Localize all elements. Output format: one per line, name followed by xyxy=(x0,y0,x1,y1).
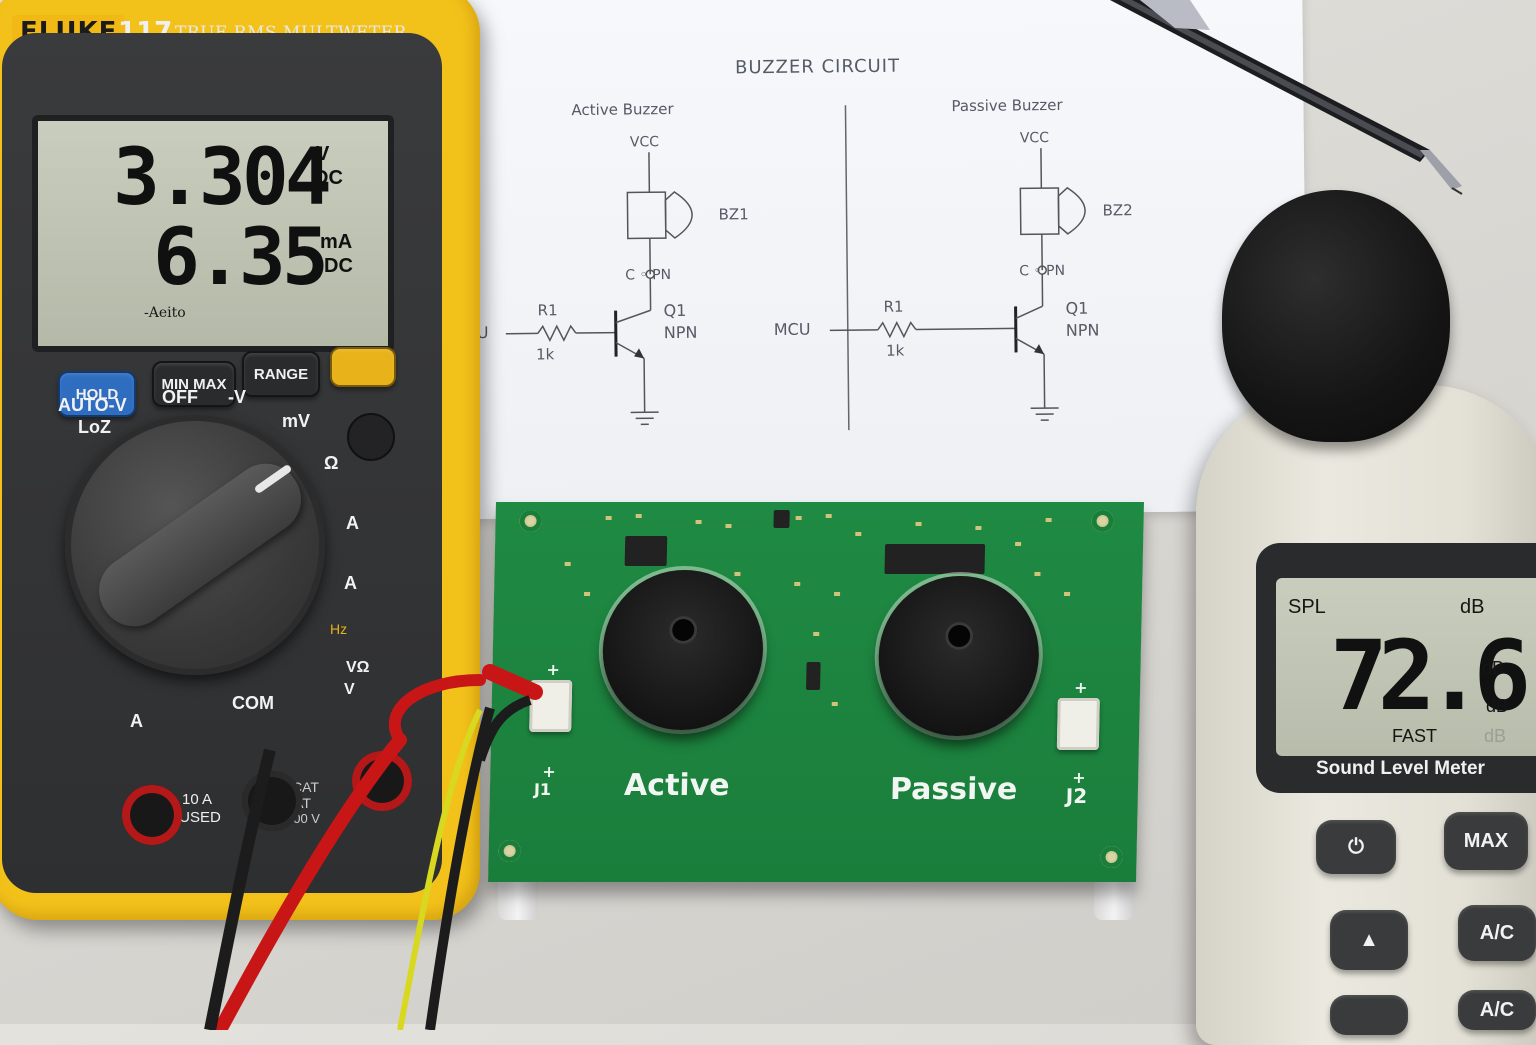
pcb-board: + + J1 + + J2 Active Passive xyxy=(488,502,1144,882)
mounting-hole xyxy=(1091,510,1113,532)
left-resistor-ref: R1 xyxy=(537,301,557,319)
right-resistor-ref: R1 xyxy=(883,298,903,316)
up-arrow-button[interactable]: ▲ xyxy=(1330,910,1408,970)
ic-chip xyxy=(625,536,668,566)
db-unit-low: dB xyxy=(1486,696,1508,717)
voltage-reading: 3.304 xyxy=(113,133,328,223)
db-unit-faint: dB xyxy=(1484,726,1506,747)
mounting-hole xyxy=(519,510,541,532)
sound-meter-name: Sound Level Meter xyxy=(1316,758,1485,780)
mounting-hole xyxy=(1100,846,1122,868)
dial-volts-label: -V xyxy=(228,387,246,408)
right-vcc-label: VCC xyxy=(1020,130,1050,146)
ic-chip xyxy=(773,510,789,528)
right-resistor-value: 1k xyxy=(886,342,905,360)
sound-meter-display: SPL dB 72.6 dB dB FAST dB xyxy=(1276,578,1536,756)
active-heading: Active Buzzer xyxy=(571,100,674,119)
left-transistor-type: NPN xyxy=(664,323,698,342)
microphone-windscreen xyxy=(1222,190,1450,442)
ac-button-secondary[interactable]: A/C xyxy=(1458,990,1536,1030)
max-button[interactable]: MAX xyxy=(1444,812,1528,870)
range-button[interactable]: RANGE xyxy=(242,351,320,397)
multimeter-display: 3.304 V DC 6.35 mA DC -Aeito xyxy=(32,115,394,352)
j2-plus-mark: + xyxy=(1074,678,1088,697)
voltage-unit: V xyxy=(316,143,329,166)
active-buzzer-circuit: Active Buzzer VCC BZ1 C ◦ PN MCU R1 1k xyxy=(449,99,751,426)
right-buzzer-ref: BZ2 xyxy=(1102,201,1132,219)
passive-label: Passive xyxy=(890,772,1018,807)
db-unit-mid: dB xyxy=(1482,658,1504,679)
current-type: DC xyxy=(324,255,353,278)
pcb-standoff xyxy=(1094,878,1134,920)
left-node-label: C ◦ PN xyxy=(625,267,671,283)
right-transistor-ref: Q1 xyxy=(1065,299,1088,318)
probe-leads xyxy=(150,650,570,1030)
passive-buzzer xyxy=(877,576,1040,736)
jack-a-label: A xyxy=(130,711,143,732)
dial-off-label: OFF xyxy=(162,387,198,408)
ic-chip xyxy=(884,544,985,574)
right-mcu-label: MCU xyxy=(774,320,811,339)
function-button[interactable] xyxy=(347,413,395,461)
current-reading: 6.35 xyxy=(153,213,325,303)
active-label: Active xyxy=(624,768,730,803)
connector-j2[interactable] xyxy=(1057,698,1100,750)
left-resistor-value: 1k xyxy=(536,345,555,363)
buzzer-sound-hole xyxy=(669,616,698,644)
ic-chip xyxy=(806,662,821,690)
buzzer-sound-hole xyxy=(945,622,974,650)
dial-hz-label: Hz xyxy=(330,621,347,637)
response-speed: FAST xyxy=(1392,726,1437,747)
left-buzzer-ref: BZ1 xyxy=(719,205,749,223)
left-transistor-ref: Q1 xyxy=(663,301,686,320)
dial-ohms-label: Ω xyxy=(324,453,338,474)
dial-loz-label: LoZ xyxy=(78,417,111,438)
passive-heading: Passive Buzzer xyxy=(951,96,1063,115)
schematic-title: BUZZER CIRCUIT xyxy=(735,56,900,79)
db-unit-top: dB xyxy=(1460,596,1484,619)
spl-label: SPL xyxy=(1288,596,1326,619)
dial-amps-dc-label: A xyxy=(344,573,357,594)
dial-millivolts-label: mV xyxy=(282,411,310,432)
j2-label: J2 xyxy=(1066,784,1088,808)
left-vcc-label: VCC xyxy=(630,134,660,150)
pen xyxy=(1080,0,1480,200)
auto-mode-indicator: -Aeito xyxy=(144,305,186,321)
active-buzzer xyxy=(601,570,764,730)
current-unit: mA xyxy=(320,231,352,254)
ac-weighting-button[interactable]: A/C xyxy=(1458,905,1536,961)
right-transistor-type: NPN xyxy=(1066,321,1100,340)
power-button[interactable]: ⏻ xyxy=(1316,820,1396,874)
voltage-type: DC xyxy=(314,167,343,190)
backlight-button[interactable] xyxy=(330,347,396,387)
dial-auto-v-label: AUTO-V xyxy=(58,395,127,416)
dial-amps-ac-label: A xyxy=(346,513,359,534)
down-arrow-button[interactable] xyxy=(1330,995,1408,1035)
